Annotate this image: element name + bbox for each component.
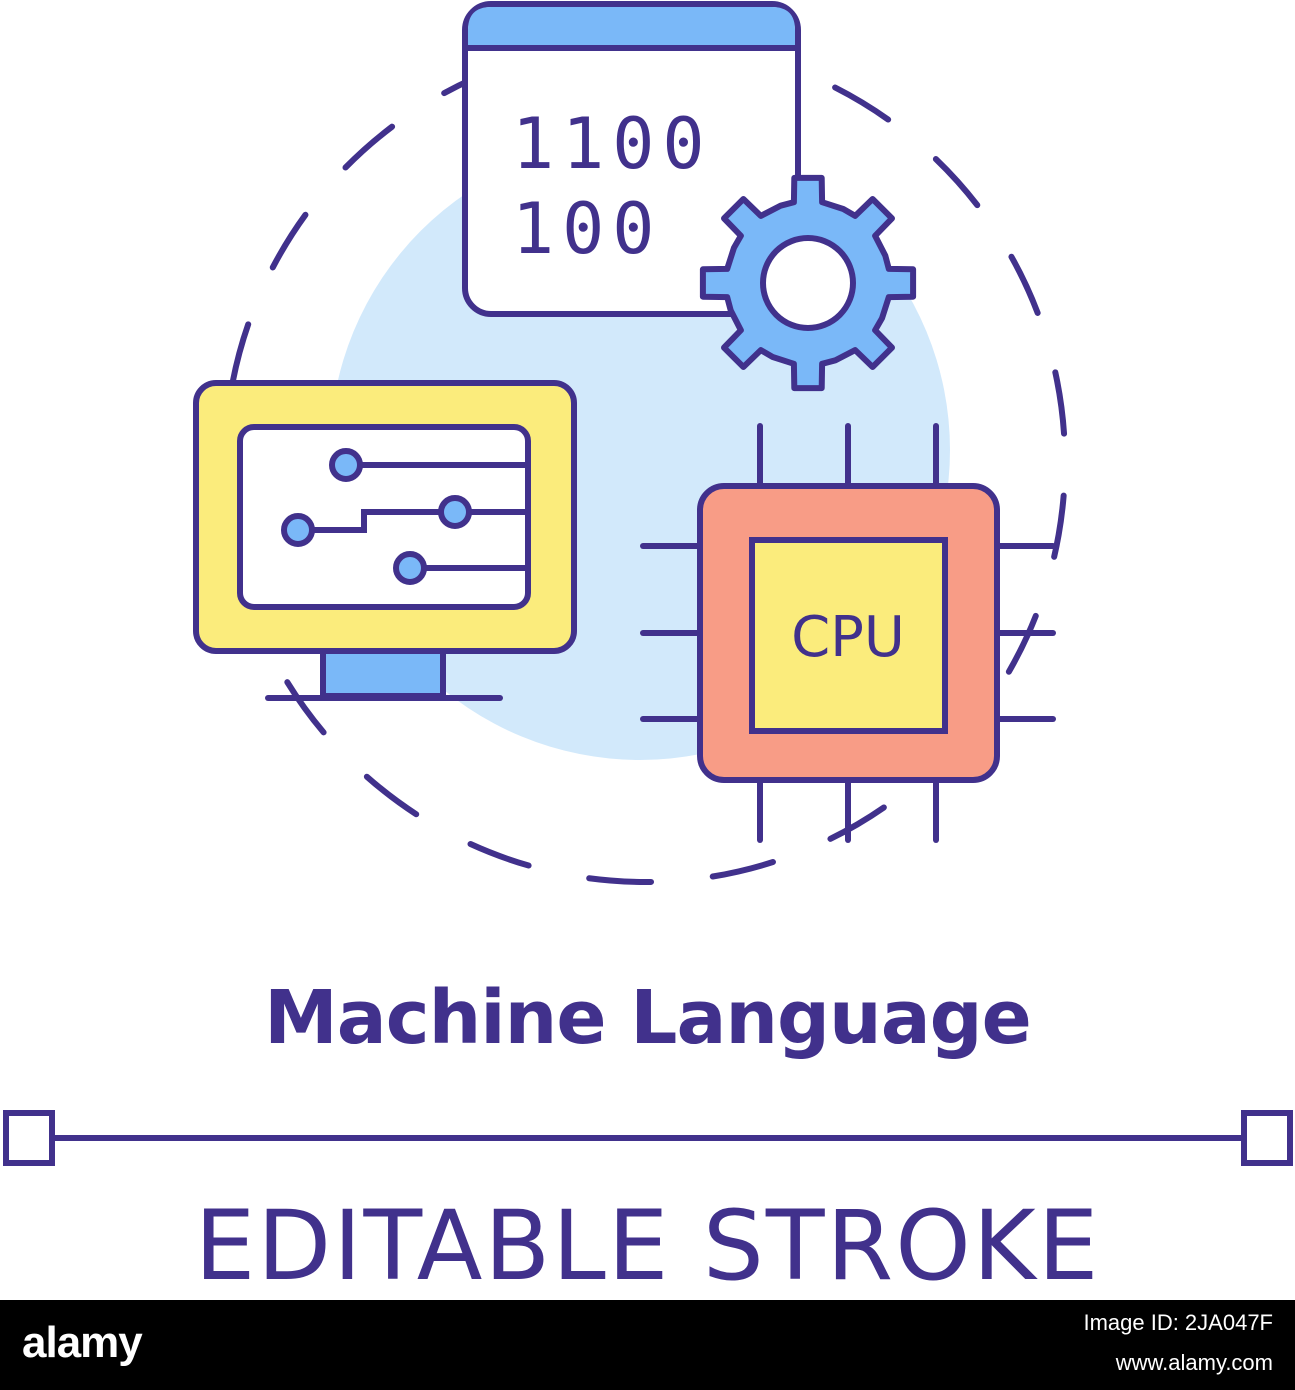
footer-url: www.alamy.com [1115, 1350, 1273, 1375]
gear-icon [699, 174, 917, 392]
editable-stroke-label: EDITABLE STROKE [194, 1190, 1101, 1302]
binary-line-2: 100 [512, 188, 662, 270]
circuit-nodes [281, 448, 472, 585]
code-window-icon: 1100 100 [462, 1, 801, 317]
image-id: Image ID: 2JA047F [1083, 1310, 1273, 1335]
machine-language-illustration: 1100 100 [193, 1, 1068, 885]
brand-logo: alamy [22, 1318, 143, 1367]
cpu-label: CPU [791, 605, 905, 670]
monitor-icon [193, 380, 577, 701]
binary-line-1: 1100 [512, 103, 713, 185]
page-title: Machine Language [264, 975, 1032, 1061]
cpu-chip-icon: CPU [640, 423, 1056, 843]
stroke-divider [3, 1110, 1293, 1166]
left-handle [3, 1110, 55, 1166]
footer-bar: alamy Image ID: 2JA047F www.alamy.com [0, 1300, 1295, 1390]
right-handle [1241, 1110, 1293, 1166]
